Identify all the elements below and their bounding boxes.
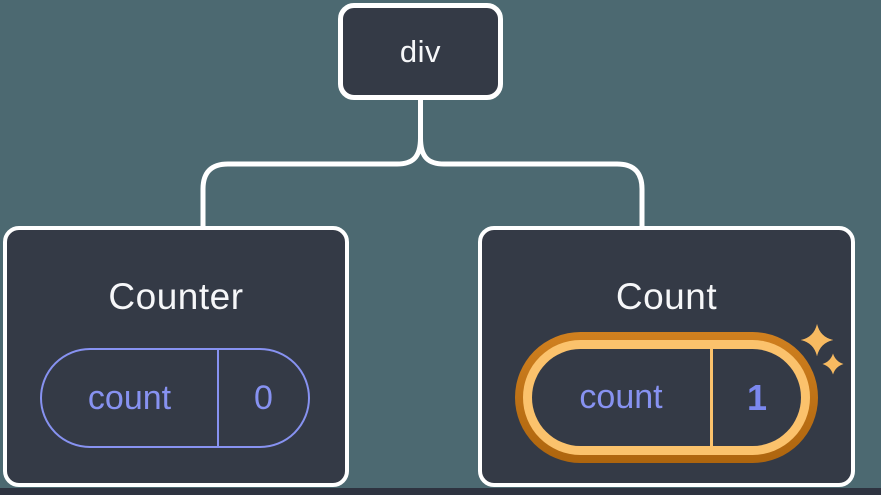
state-value-label: 1 (746, 376, 768, 418)
state-key-label: count (87, 378, 172, 417)
state-pill-highlight-ring-outer: count 1 (515, 332, 818, 463)
state-value-box: 0 (219, 350, 308, 446)
state-key-box: count (42, 350, 217, 446)
bottom-edge-strip (0, 488, 881, 495)
state-pill-counter: count 0 (40, 348, 310, 448)
root-node-div: div (338, 3, 503, 100)
state-key-label: count (579, 378, 663, 416)
state-value-label: 0 (254, 378, 273, 417)
connector-left-branch (200, 100, 423, 226)
state-pill-divider (217, 350, 219, 446)
state-pill-count: count 1 (532, 349, 801, 446)
sparkles-icon (801, 324, 844, 375)
state-key-box: count (532, 349, 710, 446)
connector-right-branch (418, 137, 645, 226)
root-node-label: div (399, 33, 442, 69)
component-title-count: Count (615, 276, 718, 317)
component-card-count: Count count 1 (478, 226, 855, 487)
state-pill-divider (710, 349, 713, 446)
state-value-box: 1 (713, 349, 801, 446)
state-pill-highlight-ring-inner: count 1 (523, 340, 810, 455)
component-card-counter: Counter count 0 (3, 226, 349, 487)
component-title-counter: Counter (108, 276, 244, 317)
